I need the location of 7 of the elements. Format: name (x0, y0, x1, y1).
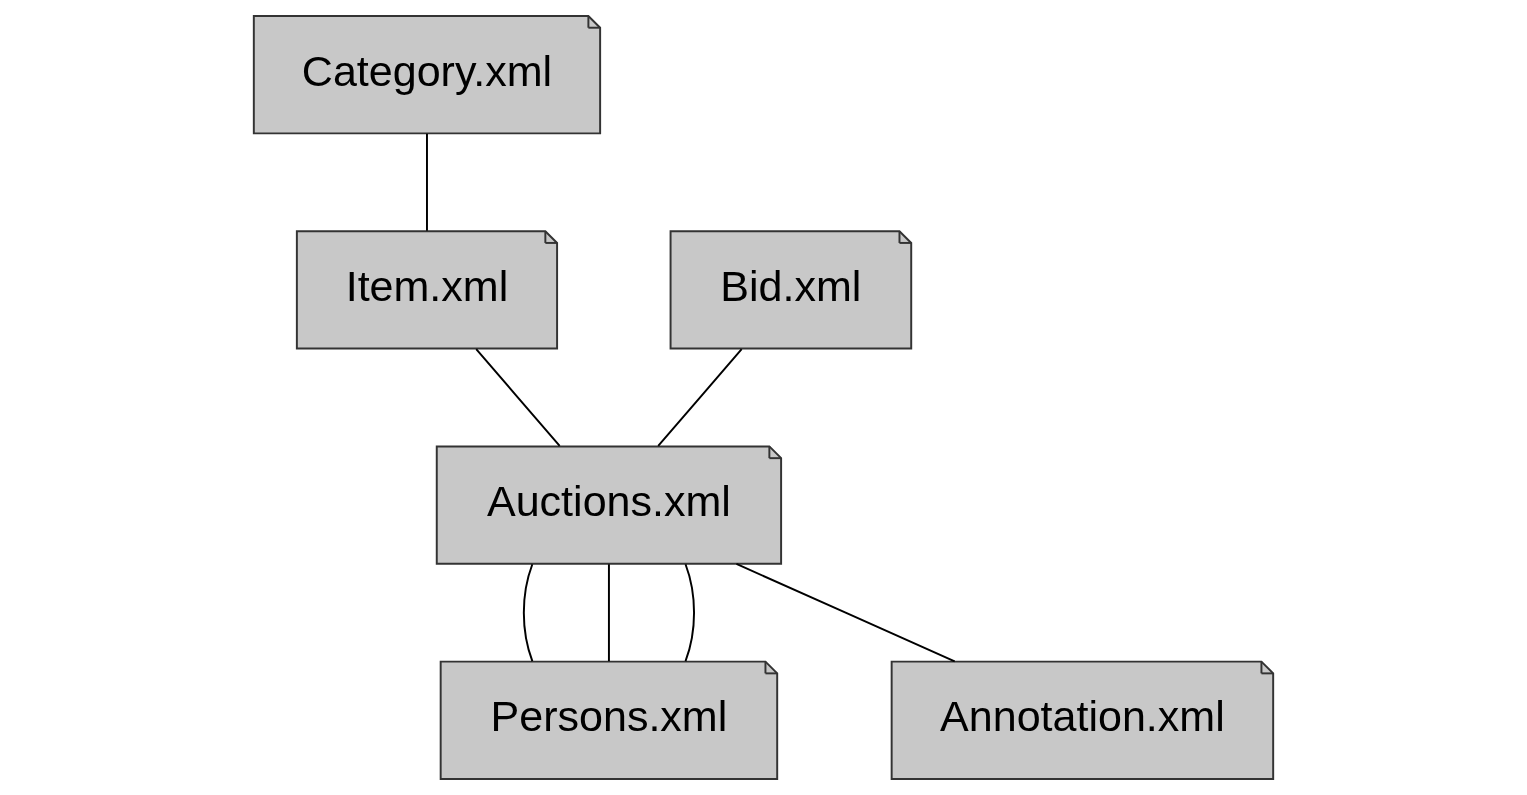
connector (607, 563, 610, 663)
connector (426, 132, 428, 232)
connector (684, 563, 695, 663)
connector (475, 348, 561, 447)
connector (657, 348, 743, 447)
connector (735, 563, 956, 663)
connector (522, 563, 534, 663)
